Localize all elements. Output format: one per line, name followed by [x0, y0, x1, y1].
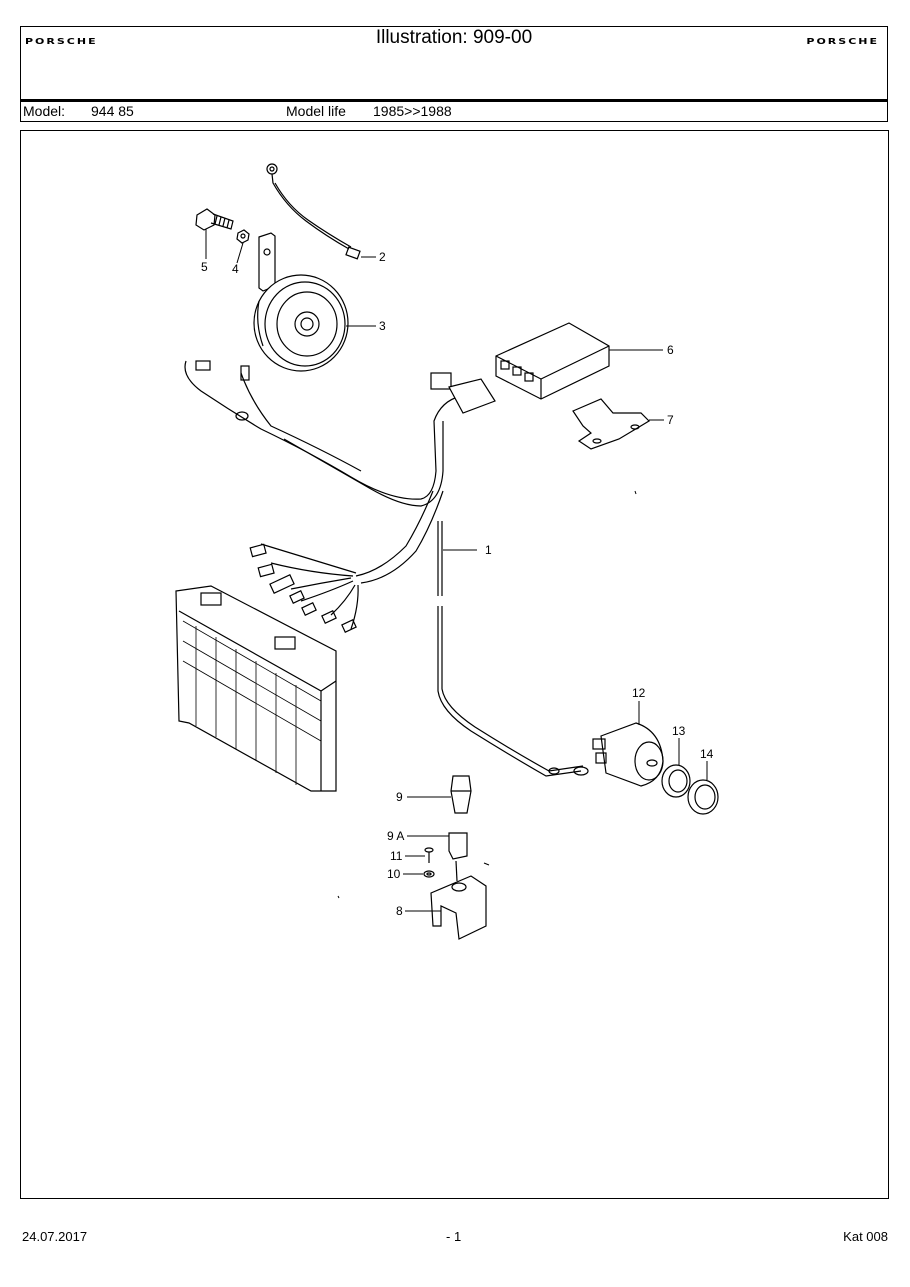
- model-life-value: 1985>>1988: [373, 103, 452, 119]
- mounting-bracket: [572, 398, 650, 450]
- header-divider: [21, 99, 887, 102]
- lock-cylinder: [592, 722, 664, 787]
- callout-3: 3: [379, 319, 386, 333]
- porsche-logo-left: PORSCHE: [25, 36, 98, 47]
- model-life-label: Model life: [286, 103, 346, 119]
- callout-7: 7: [667, 413, 674, 427]
- callout-9: 9: [396, 790, 403, 804]
- footer-page-number: - 1: [446, 1229, 462, 1244]
- fuse-relay-panel: [175, 585, 337, 792]
- callout-labels: 1 2 3 4 5 6 7 8 9 9 A 10 11 12 13 14: [201, 250, 714, 918]
- trim-ring: [687, 779, 719, 815]
- callout-5: 5: [201, 260, 208, 274]
- horn: [253, 232, 349, 372]
- washer: [423, 870, 435, 878]
- page-header: PORSCHE Illustration: 909-00 PORSCHE Mod…: [20, 26, 888, 122]
- model-label: Model:: [23, 103, 66, 119]
- callout-11: 11: [390, 849, 403, 863]
- callout-10: 10: [387, 867, 401, 881]
- callout-14: 14: [700, 747, 714, 761]
- callout-2: 2: [379, 250, 386, 264]
- screw: [424, 847, 434, 863]
- callout-6: 6: [667, 343, 674, 357]
- illustration-frame: 1 2 3 4 5 6 7 8 9 9 A 10 11 12 13 14: [20, 130, 889, 1199]
- porsche-logo-right: PORSCHE: [806, 36, 879, 47]
- callout-1: 1: [485, 543, 492, 557]
- callout-8: 8: [396, 904, 403, 918]
- callout-13: 13: [672, 724, 686, 738]
- callout-4: 4: [232, 262, 239, 276]
- control-unit: [495, 322, 610, 400]
- switch: [450, 775, 472, 814]
- callout-12: 12: [632, 686, 646, 700]
- illustration-title: Illustration: 909-00: [375, 27, 533, 48]
- model-value: 944 85: [91, 103, 134, 119]
- leader-lines: [205, 229, 708, 912]
- ground-strap: [266, 163, 361, 260]
- scan-specks: [337, 490, 637, 899]
- footer-date: 24.07.2017: [22, 1229, 88, 1244]
- parts-diagram: 1 2 3 4 5 6 7 8 9 9 A 10 11 12 13 14: [175, 163, 719, 940]
- switch-socket: [448, 832, 468, 860]
- callout-9a: 9 A: [387, 829, 404, 843]
- footer-catalog: Kat 008: [843, 1229, 888, 1244]
- switch-bracket: [430, 860, 487, 940]
- wiring-harness: [184, 360, 589, 777]
- model-row: Model: 944 85 Model life 1985>>1988: [21, 102, 887, 122]
- bolt: [195, 208, 234, 231]
- seal-ring: [661, 764, 691, 798]
- nut: [236, 229, 250, 244]
